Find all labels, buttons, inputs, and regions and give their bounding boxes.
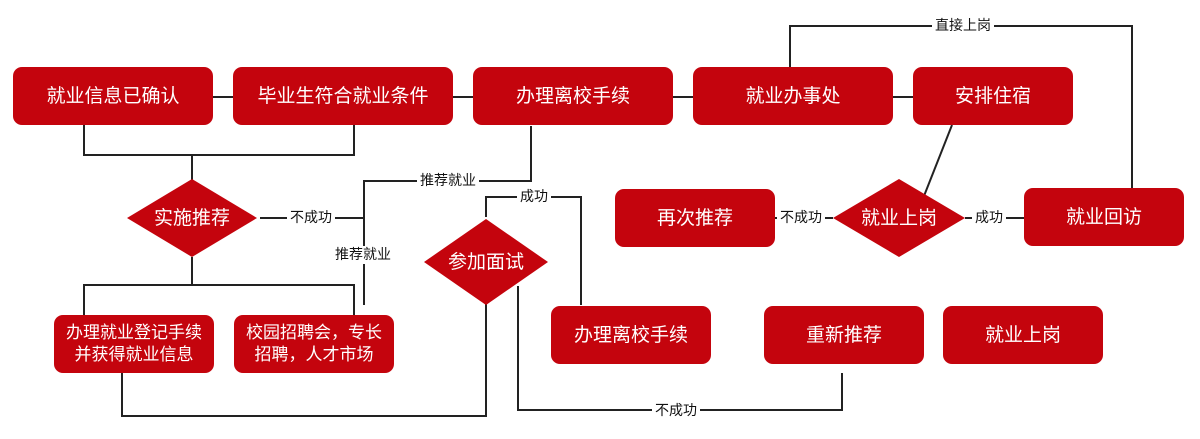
node-employment-confirmed: 就业信息已确认 <box>13 67 213 125</box>
label-recommend-employment-mid: 推荐就业 <box>332 246 394 264</box>
node-graduate-eligible: 毕业生符合就业条件 <box>233 67 453 125</box>
label-not-success-right: 不成功 <box>777 209 825 227</box>
label-not-success-left: 不成功 <box>287 209 335 227</box>
node-arrange-accommodation: 安排住宿 <box>913 67 1073 125</box>
node-re-recommend: 重新推荐 <box>764 306 924 364</box>
decision-implement-recommendation <box>127 179 257 257</box>
label-direct-start-work: 直接上岗 <box>932 17 994 35</box>
node-leave-school-top: 办理离校手续 <box>473 67 673 125</box>
node-leave-school-bottom: 办理离校手续 <box>551 306 711 364</box>
node-register-procedure: 办理就业登记手续 并获得就业信息 <box>54 315 214 373</box>
decision-start-work <box>833 179 965 257</box>
node-start-work-decision: 就业上岗 <box>860 207 937 229</box>
node-campus-fair: 校园招聘会，专长 招聘，人才市场 <box>234 315 394 373</box>
node-implement-recommendation: 实施推荐 <box>153 207 230 229</box>
node-recommend-again: 再次推荐 <box>615 189 775 247</box>
node-start-work: 就业上岗 <box>943 306 1103 364</box>
label-success-right: 成功 <box>972 209 1006 227</box>
label-recommend-employment-top: 推荐就业 <box>417 172 479 190</box>
node-interview: 参加面试 <box>447 251 524 273</box>
label-success-interview: 成功 <box>517 188 551 206</box>
node-employment-office: 就业办事处 <box>693 67 893 125</box>
label-not-success-bottom: 不成功 <box>652 402 700 420</box>
node-employment-follow-up: 就业回访 <box>1024 188 1184 246</box>
decision-interview <box>424 219 548 305</box>
